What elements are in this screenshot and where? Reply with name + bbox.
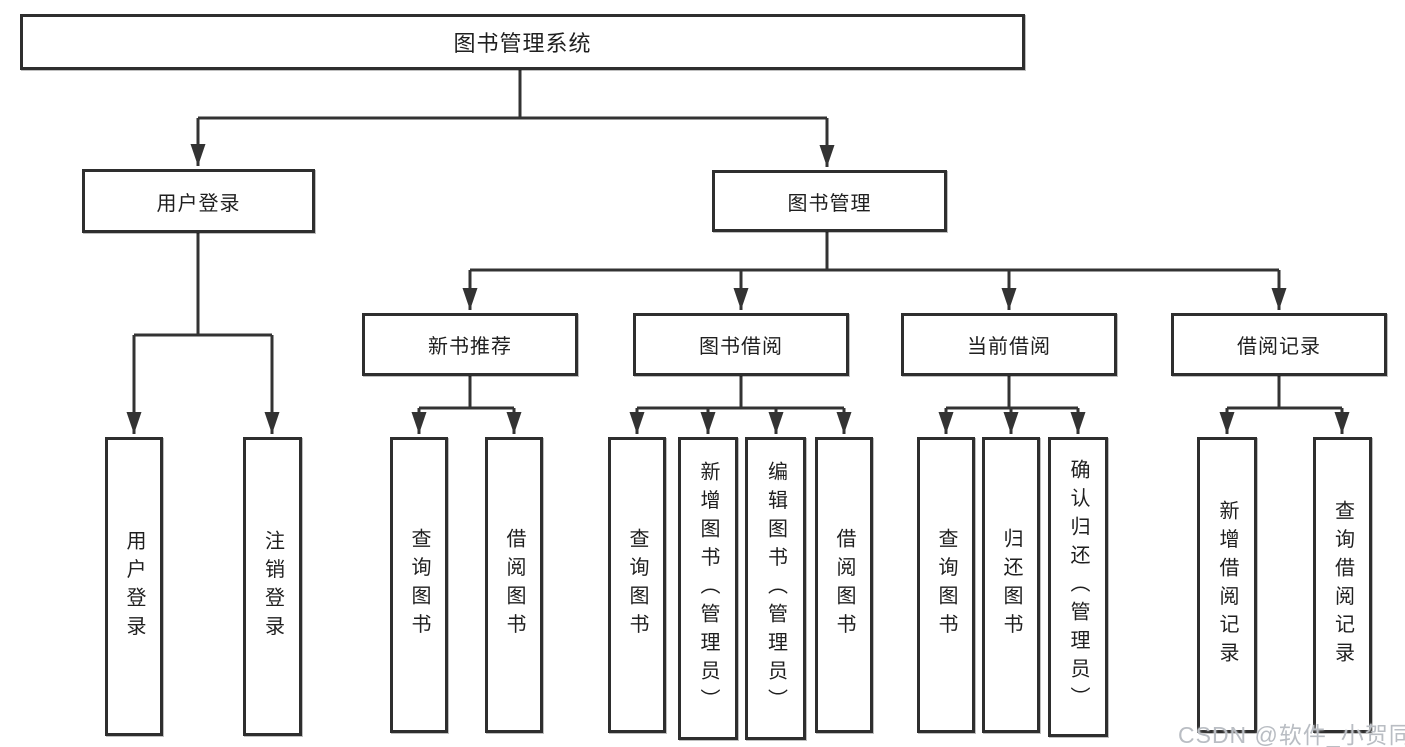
node-add-books-admin: 新增图书（管理员） — [678, 437, 738, 740]
node-label: 新增图书（管理员） — [697, 460, 719, 717]
node-label: 归还图书 — [1000, 528, 1022, 642]
node-new-book-recommend: 新书推荐 — [362, 313, 578, 376]
node-logout-leaf: 注销登录 — [243, 437, 302, 736]
csdn-watermark: CSDN @软件_小贺同学 — [1178, 722, 1405, 747]
node-label: 查询图书 — [408, 528, 430, 642]
node-label: 借阅图书 — [833, 528, 855, 642]
node-label: 注销登录 — [261, 529, 284, 644]
node-query-books-borrowing: 查询图书 — [608, 437, 666, 733]
node-query-books-recommend: 查询图书 — [390, 437, 448, 733]
node-book-borrowing: 图书借阅 — [633, 313, 849, 376]
node-add-borrow-record: 新增借阅记录 — [1197, 437, 1257, 733]
node-label: 新书推荐 — [428, 336, 512, 358]
node-label: 当前借阅 — [967, 336, 1051, 358]
node-edit-books-admin: 编辑图书（管理员） — [745, 437, 806, 740]
node-label: 新增借阅记录 — [1216, 499, 1238, 671]
node-user-login-branch: 用户登录 — [82, 169, 315, 233]
node-label: 借阅记录 — [1237, 336, 1321, 358]
node-label: 查询借阅记录 — [1331, 499, 1354, 671]
node-confirm-return-admin: 确认归还（管理员） — [1048, 437, 1108, 737]
node-label: 查询图书 — [626, 528, 648, 642]
node-label: 查询图书 — [935, 528, 957, 642]
node-label: 图书管理系统 — [453, 31, 592, 56]
node-borrow-books-borrowing: 借阅图书 — [815, 437, 873, 733]
node-current-borrowing: 当前借阅 — [901, 313, 1117, 376]
node-label: 图书管理 — [787, 192, 872, 215]
node-label: 编辑图书（管理员） — [764, 460, 787, 717]
node-borrow-books-recommend: 借阅图书 — [485, 437, 543, 733]
node-label: 用户登录 — [156, 192, 241, 215]
node-query-borrow-record: 查询借阅记录 — [1313, 437, 1372, 733]
node-book-management-system: 图书管理系统 — [20, 14, 1025, 70]
node-label: 图书借阅 — [699, 336, 783, 358]
node-borrowing-records: 借阅记录 — [1171, 313, 1387, 376]
node-return-books: 归还图书 — [982, 437, 1040, 733]
node-label: 借阅图书 — [503, 528, 525, 642]
node-label: 用户登录 — [123, 529, 145, 644]
node-user-login-leaf: 用户登录 — [105, 437, 163, 736]
node-label: 确认归还（管理员） — [1067, 459, 1089, 715]
node-book-management-branch: 图书管理 — [712, 170, 947, 232]
node-query-books-current: 查询图书 — [917, 437, 975, 733]
